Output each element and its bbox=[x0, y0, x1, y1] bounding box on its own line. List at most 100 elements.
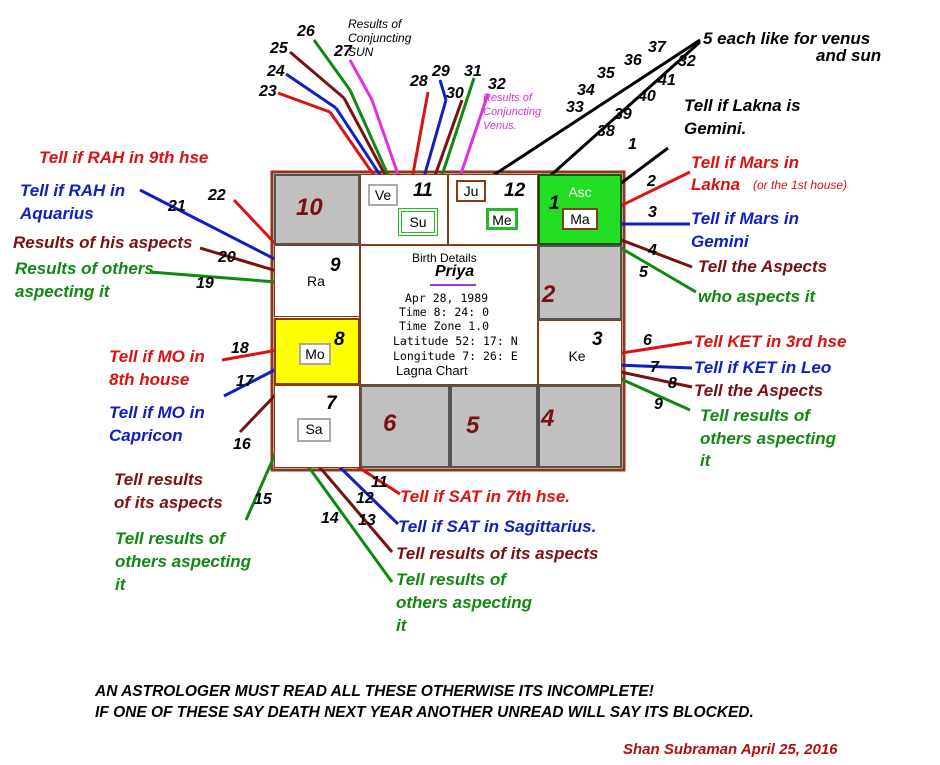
label-mars-aspects: Tell the Aspects bbox=[698, 257, 828, 276]
label-venus-conjunction: Results of Conjuncting Venus. bbox=[483, 92, 542, 132]
label-and-sun: and sun bbox=[816, 46, 882, 65]
label-ket-leo: Tell if KET in Leo bbox=[694, 358, 832, 377]
label-rah-aspects: Results of his aspects bbox=[13, 233, 193, 252]
label-mars-lakna-note: (or the 1st house) bbox=[753, 178, 848, 192]
label-ket-aspects: Tell the Aspects bbox=[694, 381, 824, 400]
ref-number: 29 bbox=[432, 63, 450, 80]
line-29 bbox=[438, 79, 448, 101]
planet-moon: Mo bbox=[299, 343, 331, 365]
birth-details-heading: Birth Details bbox=[412, 251, 477, 265]
house-5-cell bbox=[450, 385, 538, 468]
ref-number: 1 bbox=[628, 136, 637, 153]
house-number-5: 5 bbox=[466, 412, 480, 439]
label-sat-others-1: Tell results of bbox=[396, 570, 506, 589]
planet-sun: Su bbox=[398, 208, 438, 236]
label-lakna-gemini-2: Gemini. bbox=[684, 119, 747, 138]
label-rah-aquarius-1: Tell if RAH in bbox=[20, 181, 126, 200]
label-sun-conjunction: Results of Conjuncting SUN bbox=[348, 17, 412, 59]
line-24b bbox=[334, 107, 388, 185]
ref-number: 31 bbox=[464, 63, 482, 80]
ref-number: 21 bbox=[168, 198, 186, 215]
latitude: Latitude 52: 17: N bbox=[393, 334, 518, 348]
ref-number: 16 bbox=[233, 436, 251, 453]
line-26b bbox=[348, 89, 394, 185]
house-number-11: 11 bbox=[413, 180, 433, 201]
line-sun-conj bbox=[348, 59, 374, 101]
house-number-12: 12 bbox=[504, 180, 526, 201]
ref-number: 9 bbox=[654, 396, 663, 413]
house-10-cell bbox=[274, 174, 360, 245]
footer-line-1: AN ASTROLOGER MUST READ ALL THESE OTHERW… bbox=[95, 683, 654, 700]
label-ket-others-3: it bbox=[700, 451, 711, 470]
label-mo-others-2: others aspecting bbox=[115, 552, 252, 571]
label-sat-others-2: others aspecting bbox=[396, 593, 533, 612]
label-five-each: 5 each like for venus bbox=[703, 29, 871, 48]
ref-number: 6 bbox=[643, 332, 652, 349]
house-number-3: 3 bbox=[592, 329, 603, 350]
label-ket-others-2: others aspecting bbox=[700, 429, 837, 448]
ref-number: 8 bbox=[668, 375, 677, 392]
time-zone: Time Zone 1.0 bbox=[399, 319, 490, 333]
house-number-4: 4 bbox=[541, 405, 555, 432]
line-25b bbox=[342, 97, 392, 185]
line-23 bbox=[277, 91, 331, 114]
ref-number: 12 bbox=[356, 490, 374, 507]
planet-ascendant: Asc bbox=[560, 183, 600, 203]
ref-number: 17 bbox=[236, 373, 254, 390]
house-6-cell bbox=[360, 385, 450, 468]
label-rah-9th: Tell if RAH in 9th hse bbox=[39, 148, 209, 167]
ref-number: 32 bbox=[678, 53, 696, 70]
house-4-cell bbox=[538, 385, 622, 468]
ref-number: 23 bbox=[259, 83, 277, 100]
ref-number: 40 bbox=[638, 88, 656, 105]
planet-mercury: Me bbox=[486, 208, 518, 230]
ref-number: 38 bbox=[597, 123, 615, 140]
house-9-cell bbox=[274, 245, 360, 317]
ref-number: 25 bbox=[270, 40, 288, 57]
native-name: Priya bbox=[435, 263, 475, 280]
label-mars-lakna-1: Tell if Mars in bbox=[691, 153, 800, 172]
label-ket-3rd: Tell KET in 3rd hse bbox=[694, 332, 847, 351]
label-mo-8th-1: Tell if MO in bbox=[109, 347, 205, 366]
ref-number: 33 bbox=[566, 99, 584, 116]
line-lakna bbox=[619, 146, 669, 186]
ref-number: 19 bbox=[196, 275, 214, 292]
label-ket-others-1: Tell results of bbox=[700, 406, 810, 425]
ref-number: 41 bbox=[658, 72, 676, 89]
planet-venus: Ve bbox=[368, 184, 398, 206]
house-number-6: 6 bbox=[383, 410, 397, 437]
label-mo-others-3: it bbox=[115, 575, 126, 594]
planet-ketu: Ke bbox=[568, 348, 586, 364]
label-mars-lakna-2: Lakna bbox=[691, 175, 741, 194]
ref-number: 39 bbox=[614, 106, 632, 123]
ref-number: 37 bbox=[648, 39, 666, 56]
house-number-10: 10 bbox=[296, 194, 323, 221]
ref-number: 32 bbox=[488, 76, 506, 93]
label-sat-aspects: Tell results of its aspects bbox=[396, 544, 599, 563]
line-rah-aquarius bbox=[139, 188, 301, 274]
ref-number: 2 bbox=[647, 173, 656, 190]
ref-number: 7 bbox=[650, 359, 659, 376]
house-number-8: 8 bbox=[334, 329, 345, 350]
ref-number: 4 bbox=[648, 242, 657, 259]
ref-number: 22 bbox=[208, 187, 226, 204]
ref-number: 26 bbox=[297, 23, 315, 40]
ref-number: 34 bbox=[577, 82, 595, 99]
label-mo-others-1: Tell results of bbox=[115, 529, 225, 548]
ref-number: 20 bbox=[218, 249, 236, 266]
house-number-2: 2 bbox=[542, 281, 556, 308]
ref-number: 35 bbox=[597, 65, 615, 82]
label-rah-others-2: aspecting it bbox=[15, 282, 110, 301]
planet-jupiter: Ju bbox=[456, 180, 486, 202]
signature: Shan Subraman April 25, 2016 bbox=[623, 741, 838, 758]
label-sat-sagittarius: Tell if SAT in Sagittarius. bbox=[398, 517, 597, 536]
house-number-9: 9 bbox=[330, 255, 341, 276]
house-number-1: 1 bbox=[549, 193, 560, 214]
footer-line-2: IF ONE OF THESE SAY DEATH NEXT YEAR ANOT… bbox=[95, 704, 754, 721]
label-mo-aspects-2: of its aspects bbox=[114, 493, 223, 512]
ref-number: 24 bbox=[267, 63, 285, 80]
ref-number: 27 bbox=[334, 43, 352, 60]
ref-number: 15 bbox=[254, 491, 272, 508]
ref-number: 36 bbox=[624, 52, 642, 69]
house-number-7: 7 bbox=[326, 393, 337, 414]
